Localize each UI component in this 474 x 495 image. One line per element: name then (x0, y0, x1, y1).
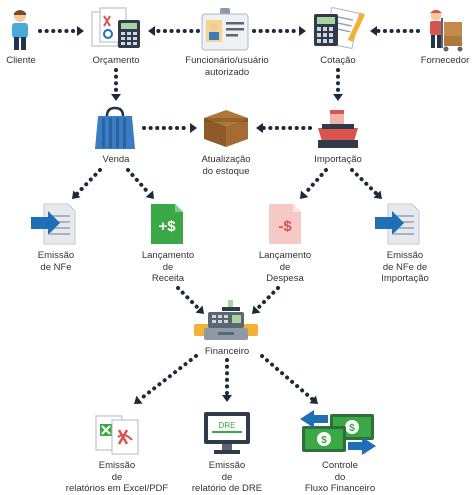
arrow-importacao-to-nfe-import (350, 168, 382, 199)
arrow-fornecedor-to-cotacao (370, 26, 420, 36)
estoque-label: Atualização do estoque (201, 154, 251, 177)
arrow-venda-to-estoque (142, 123, 197, 133)
cash-register-icon (194, 300, 258, 340)
cotacao-label: Cotação (320, 55, 356, 66)
financeiro-label: Financeiro (204, 346, 250, 357)
fluxo-label: Controle do Fluxo Financeiro (304, 460, 376, 494)
employee-badge-icon (201, 8, 249, 51)
arrow-importacao-to-estoque (256, 123, 312, 133)
funcionario-label: Funcionário/usuário autorizado (185, 55, 269, 78)
arrow-venda-to-nfe (72, 168, 102, 199)
cash-flow-icon: $ $ (300, 410, 376, 455)
revenue-document-icon: +$ (151, 204, 183, 244)
importacao-label: Importação (314, 154, 362, 165)
svg-text:+$: +$ (158, 218, 176, 235)
svg-text:-$: -$ (278, 218, 292, 235)
cliente-label: Cliente (6, 55, 36, 66)
stock-box-icon (204, 110, 248, 147)
receita-label: Lançamento de Receita (141, 250, 195, 284)
dre-label: Emissão de relatório de DRE (191, 460, 263, 494)
excel-pdf-icon (95, 415, 139, 455)
dre-monitor-icon: DRE (204, 412, 250, 454)
arrow-cliente-to-orcamento (38, 26, 84, 36)
venda-label: Venda (102, 154, 130, 165)
import-nfe-document-icon (375, 203, 420, 245)
svg-text:$: $ (321, 435, 327, 446)
arrow-importacao-to-despesa (300, 168, 328, 199)
arrow-despesa-to-financeiro (252, 286, 280, 314)
calculator-quote-icon (314, 6, 366, 50)
svg-text:DRE: DRE (219, 421, 236, 430)
nfe-label: Emissão de NFe (37, 250, 75, 273)
budget-documents-icon (91, 7, 140, 48)
arrow-receita-to-financeiro (176, 286, 204, 314)
cargo-ship-icon (318, 110, 358, 148)
arrow-venda-to-receita (126, 168, 154, 199)
relatorios-label: Emissão de relatórios em Excel/PDF (65, 460, 169, 494)
shopping-bag-icon (95, 106, 135, 149)
arrow-funcionario-to-orcamento (148, 26, 200, 36)
fornecedor-label: Fornecedor (420, 55, 470, 66)
arrow-funcionario-to-cotacao (252, 26, 306, 36)
delivery-person-icon (430, 9, 463, 52)
despesa-label: Lançamento de Despesa (258, 250, 312, 284)
arrow-cotacao-to-importacao (333, 68, 343, 101)
nfe-import-label: Emissão de NFe de Importação (381, 250, 429, 284)
arrow-financeiro-to-dre (222, 358, 232, 402)
arrow-financeiro-to-relatorios (134, 354, 198, 404)
arrow-orcamento-to-venda (111, 68, 121, 101)
person-icon (12, 10, 28, 50)
nfe-document-icon (31, 203, 76, 245)
orcamento-label: Orçamento (92, 55, 140, 66)
expense-document-icon: -$ (269, 204, 301, 244)
svg-text:$: $ (349, 423, 355, 434)
arrow-financeiro-to-fluxo (260, 354, 318, 404)
